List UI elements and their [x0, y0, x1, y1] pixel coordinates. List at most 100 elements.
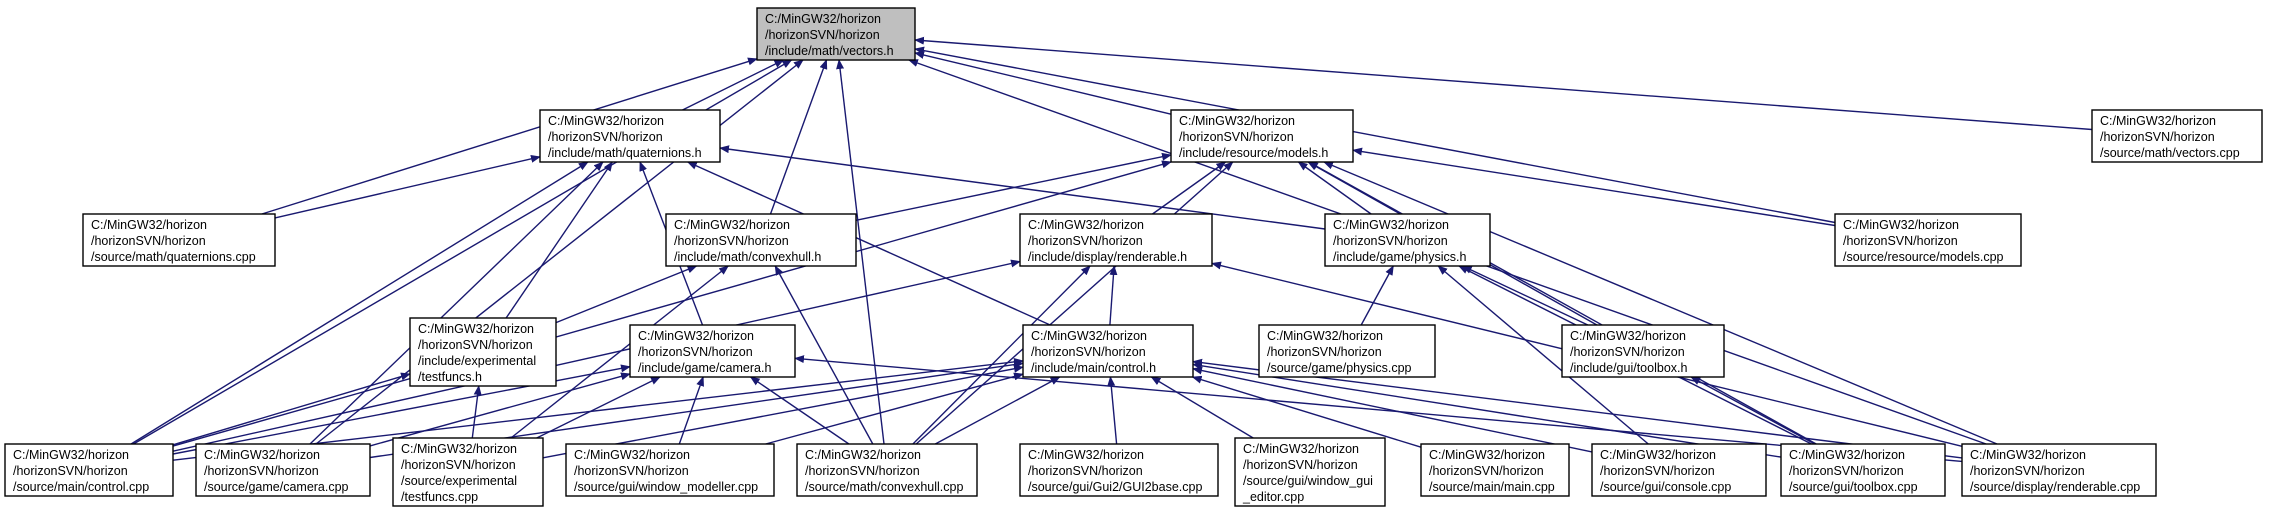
node-renderable-h[interactable]: C:/MinGW32/horizon/horizonSVN/horizon/in…: [1019, 213, 1213, 267]
node-label-line: /source/game/physics.cpp: [1267, 361, 1412, 375]
node-label-line: /include/math/vectors.h: [765, 44, 894, 58]
node-gui2base-cpp[interactable]: C:/MinGW32/horizon/horizonSVN/horizon/so…: [1019, 443, 1219, 497]
node-window-gui-editor-cpp[interactable]: C:/MinGW32/horizon/horizonSVN/horizon/so…: [1234, 437, 1386, 507]
edge-models_cpp-to-models_h: [1352, 147, 1836, 227]
edge-physics_h-to-models_h: [1297, 161, 1372, 215]
node-box: [4, 443, 174, 497]
edge-testfuncs_h-to-quaternions_h: [505, 161, 613, 319]
edge-testfuncs_cpp-to-testfuncs_h: [471, 385, 482, 439]
node-label-line: /horizonSVN/horizon: [418, 338, 533, 352]
node-box: [195, 443, 371, 497]
edge-layer: [130, 36, 2093, 463]
node-label-line: /source/gui/toolbox.cpp: [1789, 480, 1918, 494]
node-label-line: /include/math/quaternions.h: [548, 146, 702, 160]
node-box: [1258, 324, 1436, 378]
node-label-line: C:/MinGW32/horizon: [1179, 114, 1295, 128]
node-label-line: C:/MinGW32/horizon: [91, 218, 207, 232]
node-console-cpp[interactable]: C:/MinGW32/horizon/horizonSVN/horizon/so…: [1591, 443, 1767, 497]
node-box: [1561, 324, 1725, 378]
node-label-line: /horizonSVN/horizon: [805, 464, 920, 478]
edge-quaternions_h-to-vectors_h: [682, 59, 785, 111]
node-label-line: /horizonSVN/horizon: [1333, 234, 1448, 248]
node-convexhull-cpp[interactable]: C:/MinGW32/horizon/horizonSVN/horizon/so…: [796, 443, 978, 497]
node-quaternions-cpp[interactable]: C:/MinGW32/horizon/horizonSVN/horizon/so…: [82, 213, 276, 267]
node-label-line: C:/MinGW32/horizon: [401, 442, 517, 456]
edge-gui2base_cpp-to-control_h: [1107, 376, 1118, 445]
node-label-line: /source/resource/models.cpp: [1843, 250, 2004, 264]
edge-physics_cpp-to-physics_h: [1360, 265, 1394, 326]
node-renderable-cpp[interactable]: C:/MinGW32/horizon/horizonSVN/horizon/so…: [1961, 443, 2157, 497]
edge-physics_h-to-quaternions_h: [719, 145, 1326, 230]
node-box: [1022, 324, 1194, 378]
node-toolbox-cpp[interactable]: C:/MinGW32/horizon/horizonSVN/horizon/so…: [1780, 443, 1946, 497]
node-label-line: C:/MinGW32/horizon: [1333, 218, 1449, 232]
node-box: [539, 109, 721, 163]
node-label-line: /horizonSVN/horizon: [1028, 464, 1143, 478]
edge-convexhull_h-to-models_h: [855, 152, 1172, 221]
node-label-line: /horizonSVN/horizon: [765, 28, 880, 42]
node-box: [565, 443, 775, 497]
node-label-line: /source/main/main.cpp: [1429, 480, 1555, 494]
node-label-line: C:/MinGW32/horizon: [1028, 448, 1144, 462]
edge-camera_cpp-to-vectors_h: [315, 59, 804, 445]
node-main-cpp[interactable]: C:/MinGW32/horizon/horizonSVN/horizon/so…: [1420, 443, 1570, 497]
node-label-line: C:/MinGW32/horizon: [805, 448, 921, 462]
node-label-line: /include/main/control.h: [1031, 361, 1156, 375]
node-label-line: C:/MinGW32/horizon: [1789, 448, 1905, 462]
edge-window_modeller_cpp-to-control_h: [765, 372, 1024, 445]
node-label-line: C:/MinGW32/horizon: [1570, 329, 1686, 343]
node-physics-cpp[interactable]: C:/MinGW32/horizon/horizonSVN/horizon/so…: [1258, 324, 1436, 378]
node-label-line: /horizonSVN/horizon: [91, 234, 206, 248]
edge-camera_cpp-to-quaternions_h: [309, 161, 604, 445]
node-label-line: /source/gui/window_modeller.cpp: [574, 480, 758, 494]
node-box: [629, 324, 796, 378]
node-label-line: /include/resource/models.h: [1179, 146, 1328, 160]
node-label-line: /include/math/convexhull.h: [674, 250, 821, 264]
node-camera-cpp[interactable]: C:/MinGW32/horizon/horizonSVN/horizon/so…: [195, 443, 371, 497]
node-label-line: C:/MinGW32/horizon: [1267, 329, 1383, 343]
node-box: [2091, 109, 2263, 163]
node-label-line: /source/math/convexhull.cpp: [805, 480, 963, 494]
node-box: [1019, 443, 1219, 497]
node-box: [1324, 213, 1491, 267]
edge-main_cpp-to-control_h: [1191, 375, 1422, 448]
edge-control_h-to-renderable_h: [1109, 265, 1118, 326]
node-label-line: /horizonSVN/horizon: [1179, 130, 1294, 144]
edge-control_h-to-quaternions_h: [686, 161, 1051, 326]
node-convexhull-h[interactable]: C:/MinGW32/horizon/horizonSVN/horizon/in…: [665, 213, 857, 267]
node-box: [1170, 109, 1354, 163]
node-testfuncs-cpp[interactable]: C:/MinGW32/horizon/horizonSVN/horizon/so…: [392, 437, 544, 507]
node-box: [392, 437, 544, 507]
node-testfuncs-h[interactable]: C:/MinGW32/horizon/horizonSVN/horizon/in…: [409, 317, 557, 387]
node-box: [1234, 437, 1386, 507]
node-label-line: /source/gui/Gui2/GUI2base.cpp: [1028, 480, 1202, 494]
node-toolbox-h[interactable]: C:/MinGW32/horizon/horizonSVN/horizon/in…: [1561, 324, 1725, 378]
node-vectors-h[interactable]: C:/MinGW32/horizon/horizonSVN/horizon/in…: [756, 7, 916, 61]
edge-window_gui_editor_cpp-to-control_h: [1150, 376, 1254, 439]
node-label-line: /source/display/renderable.cpp: [1970, 480, 2140, 494]
node-control-cpp[interactable]: C:/MinGW32/horizon/horizonSVN/horizon/so…: [4, 443, 174, 497]
node-window-modeller-cpp[interactable]: C:/MinGW32/horizon/horizonSVN/horizon/so…: [565, 443, 775, 497]
edge-camera_cpp-to-camera_h: [369, 372, 631, 447]
node-label-line: /testfuncs.cpp: [401, 490, 478, 504]
edge-toolbox_cpp-to-control_h: [1192, 361, 1782, 458]
node-box: [1961, 443, 2157, 497]
node-models-h[interactable]: C:/MinGW32/horizon/horizonSVN/horizon/in…: [1170, 109, 1354, 163]
node-camera-h[interactable]: C:/MinGW32/horizon/horizonSVN/horizon/in…: [629, 324, 796, 378]
node-label-line: /horizonSVN/horizon: [1843, 234, 1958, 248]
edge-convexhull_cpp-to-vectors_h: [836, 59, 885, 445]
node-label-line: /testfuncs.h: [418, 370, 482, 384]
edge-toolbox_cpp-to-toolbox_h: [1690, 376, 1816, 445]
node-physics-h[interactable]: C:/MinGW32/horizon/horizonSVN/horizon/in…: [1324, 213, 1491, 267]
edge-renderable_cpp-to-camera_h: [794, 355, 1963, 463]
node-models-cpp[interactable]: C:/MinGW32/horizon/horizonSVN/horizon/so…: [1834, 213, 2022, 267]
node-vectors-cpp[interactable]: C:/MinGW32/horizon/horizonSVN/horizon/so…: [2091, 109, 2263, 163]
edge-convexhull_cpp-to-camera_h: [749, 376, 850, 445]
node-control-h[interactable]: C:/MinGW32/horizon/horizonSVN/horizon/in…: [1022, 324, 1194, 378]
node-box: [1591, 443, 1767, 497]
node-label-line: /source/game/camera.cpp: [204, 480, 349, 494]
node-quaternions-h[interactable]: C:/MinGW32/horizon/horizonSVN/horizon/in…: [539, 109, 721, 163]
edge-models_h-to-vectors_h: [914, 51, 1172, 115]
node-label-line: C:/MinGW32/horizon: [574, 448, 690, 462]
